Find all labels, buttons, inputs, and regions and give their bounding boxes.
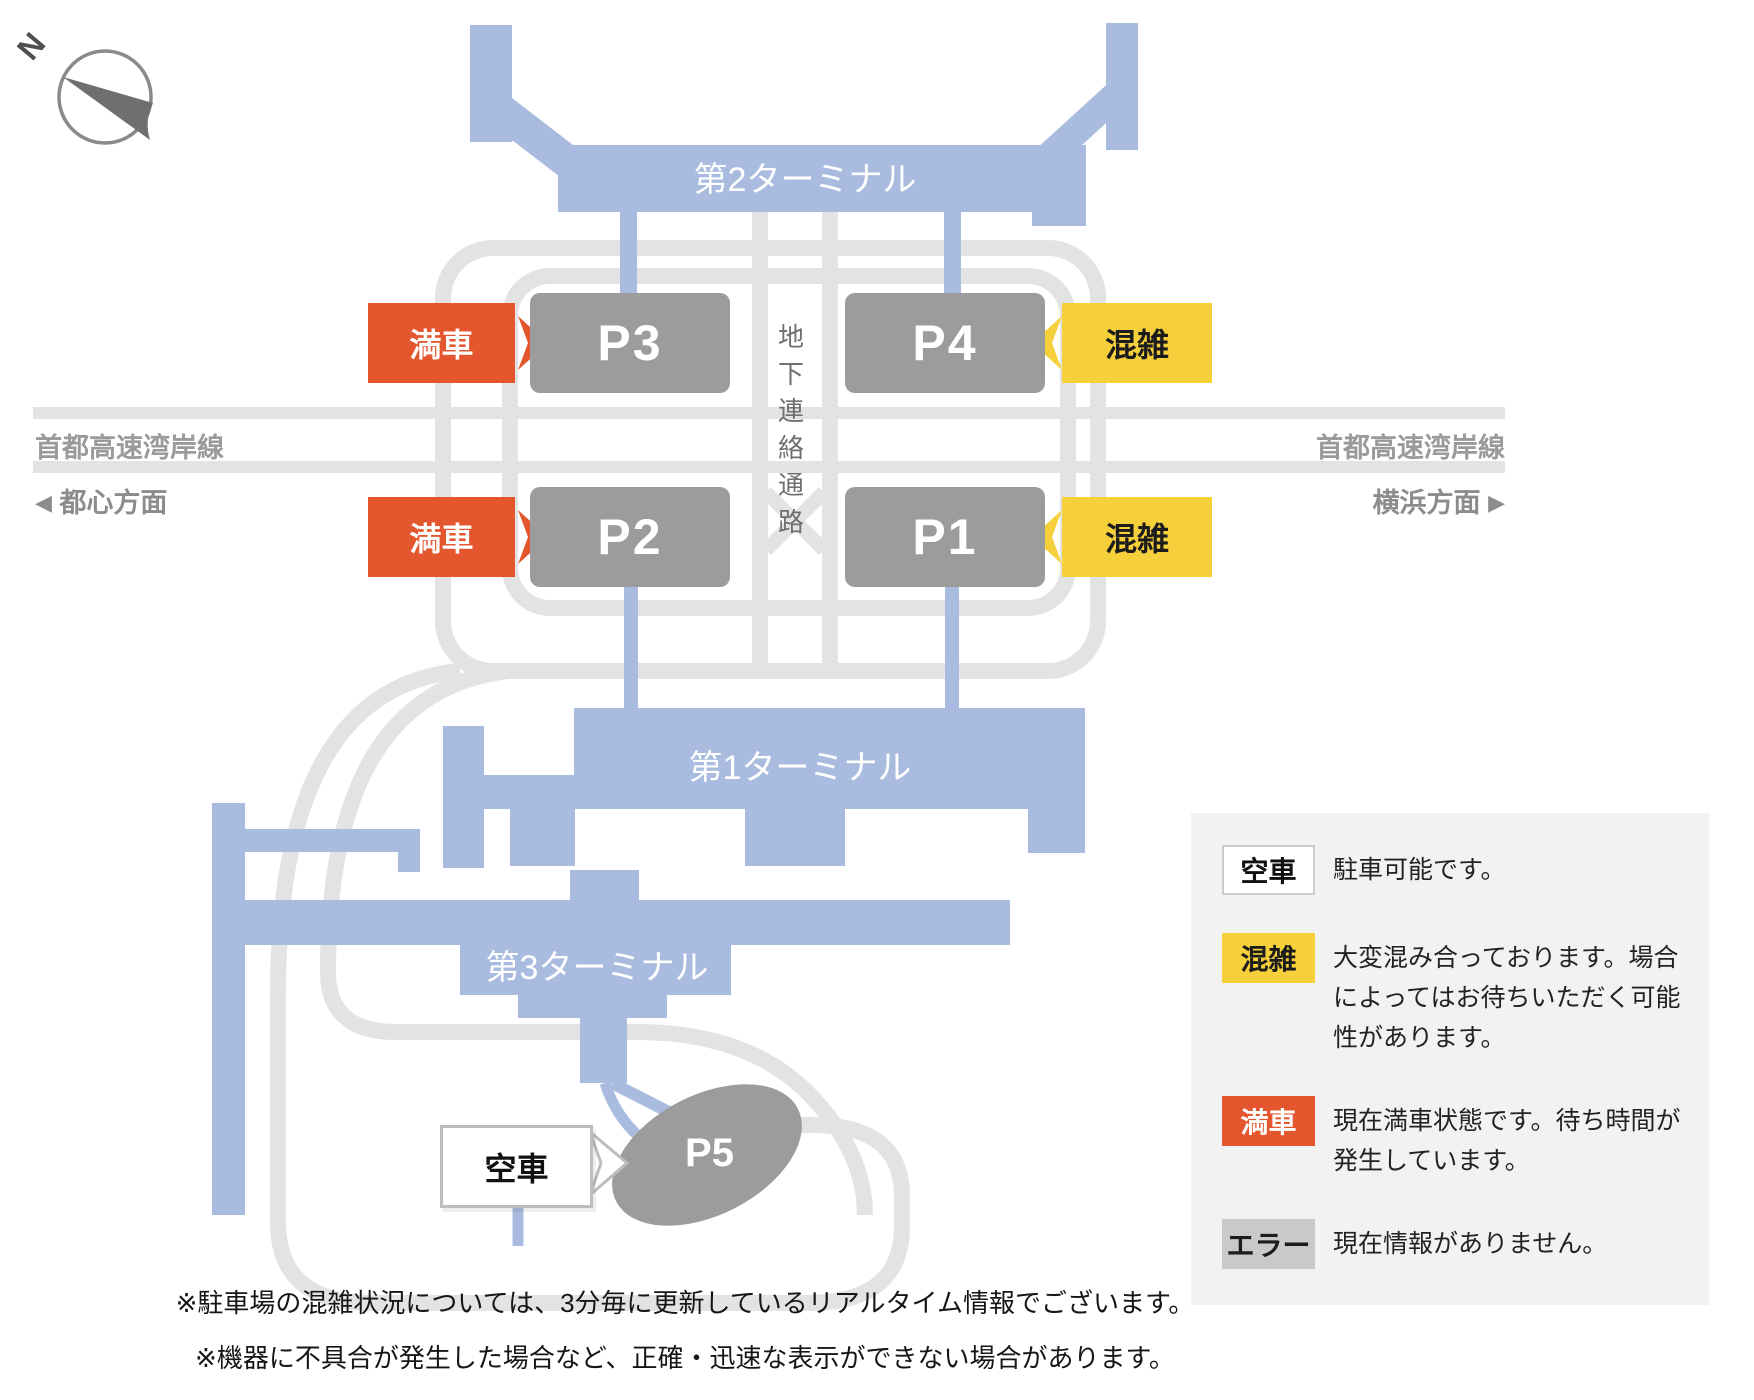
walkway-terminal2-p3 xyxy=(620,212,637,297)
terminal2-diagonal-right xyxy=(1035,77,1115,188)
status-badge-p2: 満車 xyxy=(368,497,515,577)
legend-desc-error: 現在情報がありません。 xyxy=(1333,1230,1608,1258)
lot-p4: P4 xyxy=(845,293,1045,393)
lot-p5-shape xyxy=(612,1084,802,1226)
legend-row-available: 空車 駐車可能です。 xyxy=(1222,845,1709,895)
legend-row-full: 満車 現在満車状態です。待ち時間が発生しています。 xyxy=(1222,1096,1709,1181)
terminal2-main-hall xyxy=(558,145,1086,212)
road-network xyxy=(33,205,1505,1311)
terminal3-pier-arm-tab xyxy=(398,852,420,872)
legend-swatch-error: エラー xyxy=(1222,1219,1315,1269)
terminal3-pier-arm xyxy=(245,829,420,852)
underground-passage-label: 地下連絡通路 xyxy=(774,323,805,545)
highway-name-left: 首都高速湾岸線 xyxy=(35,433,224,463)
footnote-realtime: ※駐車場の混雑状況については、3分毎に更新しているリアルタイム情報でございます。 xyxy=(175,1288,1195,1318)
terminal1-left-pier xyxy=(443,726,484,868)
lot-p3: P3 xyxy=(530,293,730,393)
status-legend: 空車 駐車可能です。 混雑 大変混み合っております。場合によってはお待ちいただく… xyxy=(1191,813,1709,1305)
terminal3-loop-inner xyxy=(319,663,873,1216)
terminal1-label: 第1ターミナル xyxy=(688,749,912,787)
lot-p5-label: P5 xyxy=(685,1130,734,1175)
arrow-right-icon: ▶ xyxy=(1488,490,1505,515)
terminal1-gate-left xyxy=(510,809,575,866)
passage-crossing-roads xyxy=(761,487,829,555)
terminal3-stem xyxy=(580,1018,627,1083)
terminal2-pier-right xyxy=(1106,23,1138,150)
terminal2-pier-left xyxy=(470,25,512,142)
legend-desc-available: 駐車可能です。 xyxy=(1333,856,1506,884)
lot-p2: P2 xyxy=(530,487,730,587)
terminal3-pier xyxy=(212,803,245,1215)
badge-p1-arrow-icon xyxy=(1032,510,1062,564)
compass-icon xyxy=(57,49,153,145)
ring-road-outer xyxy=(435,240,1106,679)
status-badge-p4: 混雑 xyxy=(1062,303,1212,383)
direction-left-text: 都心方面 xyxy=(59,488,168,518)
highway-direction-left: ◀ 都心方面 xyxy=(35,481,167,520)
legend-swatch-available: 空車 xyxy=(1222,845,1315,895)
legend-row-crowded: 混雑 大変混み合っております。場合によってはお待ちいただく可能性があります。 xyxy=(1222,933,1709,1058)
terminal3-bottom-tab xyxy=(518,995,667,1018)
walkway-p2-terminal1 xyxy=(624,585,638,712)
terminal3-main-hall xyxy=(212,900,1010,945)
terminal3-label: 第3ターミナル xyxy=(485,949,709,987)
ring-road-inner xyxy=(502,268,1076,616)
terminal2-label: 第2ターミナル xyxy=(693,161,917,199)
legend-row-error: エラー 現在情報がありません。 xyxy=(1222,1219,1709,1269)
terminal1-main-hall xyxy=(574,708,1085,809)
footnote-accuracy: ※機器に不具合が発生した場合など、正確・迅速な表示ができない場合があります。 xyxy=(195,1343,1175,1373)
lot-p1: P1 xyxy=(845,487,1045,587)
legend-desc-crowded: 大変混み合っております。場合によってはお待ちいただく可能性があります。 xyxy=(1333,944,1681,1052)
highway-direction-right: 横浜方面 ▶ xyxy=(1300,481,1505,520)
terminal3-top-tab xyxy=(570,870,639,900)
highway-name-right: 首都高速湾岸線 xyxy=(1316,433,1505,463)
legend-swatch-full: 満車 xyxy=(1222,1096,1315,1146)
arrow-left-icon: ◀ xyxy=(35,490,52,515)
terminal1-right-step xyxy=(1028,809,1085,853)
terminal1-gate-center xyxy=(745,809,845,866)
walkway-terminal2-p4 xyxy=(944,212,961,299)
status-badge-p1: 混雑 xyxy=(1062,497,1212,577)
badge-p4-arrow-icon xyxy=(1032,316,1062,370)
status-badge-p5: 空車 xyxy=(440,1125,593,1208)
terminal3-lower-hall xyxy=(460,945,731,995)
terminal3-loop-outer xyxy=(270,663,910,1311)
status-badge-p3: 満車 xyxy=(368,303,515,383)
legend-desc-full: 現在満車状態です。待ち時間が発生しています。 xyxy=(1333,1107,1681,1175)
walkway-p1-terminal1 xyxy=(945,583,959,712)
terminal1-left-link xyxy=(484,775,579,809)
legend-swatch-crowded: 混雑 xyxy=(1222,933,1315,983)
compass-needle xyxy=(63,77,153,140)
terminal-buildings xyxy=(212,23,1138,1215)
direction-right-text: 横浜方面 xyxy=(1372,488,1481,518)
